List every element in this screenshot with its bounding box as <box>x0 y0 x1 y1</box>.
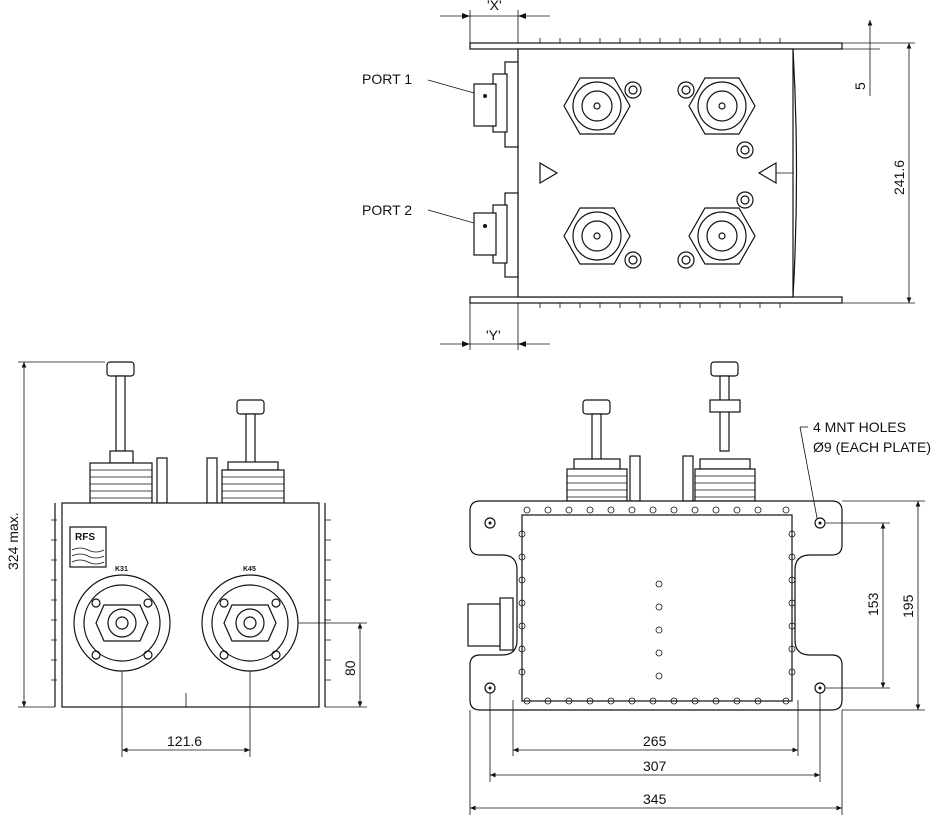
top-connector-3 <box>563 207 631 265</box>
dim-x-label: 'X' <box>487 0 502 13</box>
side-view-dimensions <box>469 426 925 815</box>
front-view <box>51 361 331 708</box>
side-view <box>467 361 843 711</box>
mnt-holes-label-2: Ø9 (EACH PLATE) <box>813 439 931 455</box>
front-knob-right <box>201 574 299 672</box>
top-view <box>469 38 843 308</box>
top-connector-1 <box>563 77 631 135</box>
knob-right-label: K45 <box>243 566 256 573</box>
front-knob-left <box>73 574 171 672</box>
knob-left-label: K31 <box>115 566 128 573</box>
dim-5-label: 5 <box>852 82 868 90</box>
dim-324-label: 324 max. <box>5 512 21 570</box>
top-connector-4 <box>688 207 756 265</box>
dim-195-label: 195 <box>900 594 916 618</box>
mnt-holes-label-1: 4 MNT HOLES <box>813 419 906 435</box>
dim-345-label: 345 <box>643 791 667 807</box>
port1-label: PORT 1 <box>362 71 412 87</box>
dim-121-label: 121.6 <box>167 733 202 749</box>
top-view-dimensions <box>427 10 915 350</box>
port2-label: PORT 2 <box>362 202 412 218</box>
dim-153-label: 153 <box>865 592 881 616</box>
dim-80-label: 80 <box>342 660 358 676</box>
top-connector-2 <box>688 77 756 135</box>
dim-241-label: 241.6 <box>891 160 907 195</box>
front-view-dimensions <box>18 361 367 757</box>
dim-y-label: 'Y' <box>486 327 501 343</box>
dim-307-label: 307 <box>643 758 667 774</box>
rfs-logo-text: RFS <box>75 532 95 543</box>
dim-265-label: 265 <box>643 733 667 749</box>
